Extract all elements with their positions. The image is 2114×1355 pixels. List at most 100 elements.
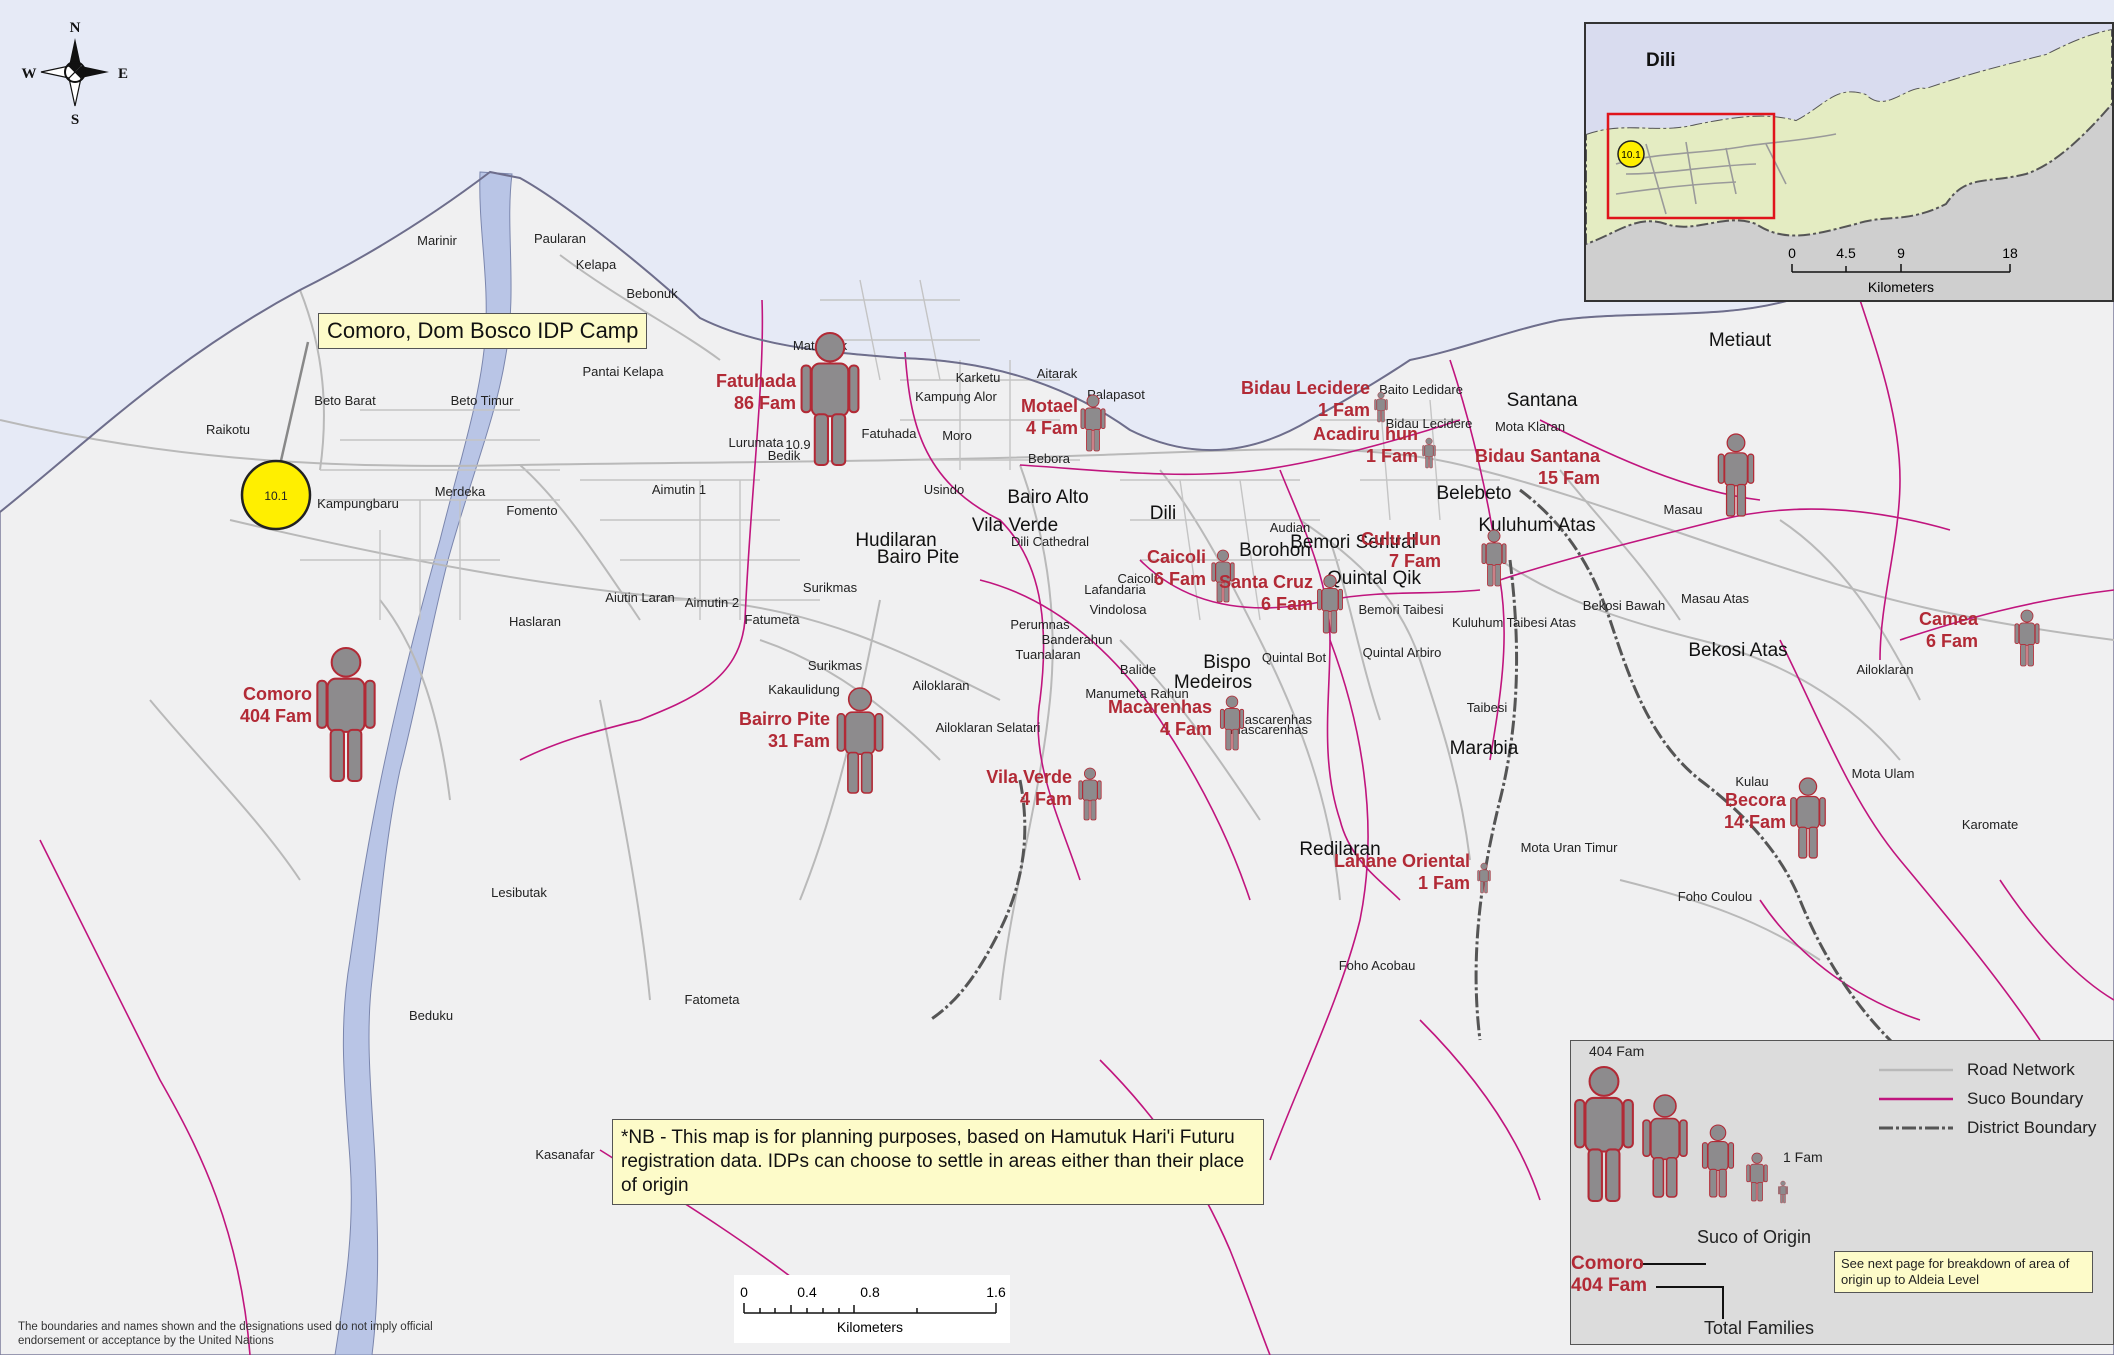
place-label: Lurumata (729, 435, 785, 450)
compass-s: S (71, 112, 79, 128)
inset-camp-marker[interactable] (1617, 140, 1645, 168)
person-icon (1717, 433, 1755, 517)
place-label: Borohon (1239, 540, 1311, 561)
person-icon (1422, 437, 1436, 469)
scale-bar-svg: 0 0.4 0.8 1.6 Kilometers (740, 1284, 1006, 1335)
family-count-label: 1 Fam (1318, 400, 1370, 420)
compass-rose: N S E W (22, 20, 129, 128)
place-label: Quintal Bot (1262, 650, 1327, 665)
suco-name-label: Culu Hun (1361, 529, 1441, 549)
legend-person-icon (1746, 1152, 1768, 1202)
person-icon (1219, 695, 1245, 751)
family-count-label: 6 Fam (1926, 631, 1978, 651)
place-label: Kakaulidung (768, 682, 840, 697)
family-count-label: 4 Fam (1160, 719, 1212, 739)
family-count-label: 31 Fam (768, 731, 830, 751)
compass-ring (64, 61, 86, 83)
person-icon (800, 331, 860, 467)
suco-name-label: Motael (1021, 396, 1078, 416)
inset-tick-0: 0 (1788, 245, 1796, 261)
place-label: Mascarenhas (1234, 712, 1313, 727)
legend-figures (1574, 1065, 1788, 1204)
person-icon (1317, 574, 1343, 634)
suco-name-label: Camea (1919, 609, 1979, 629)
scale-tick-2: 0.8 (860, 1284, 880, 1300)
west-arrow-icon (40, 65, 76, 79)
place-label: Usindo (924, 482, 964, 497)
place-label: Fatometa (685, 992, 741, 1007)
person-icon (1481, 529, 1507, 587)
place-label: Kuluhum Taibesi Atas (1452, 615, 1577, 630)
place-label: Bebora (1028, 451, 1071, 466)
place-label: Mota Uran Timur (1521, 840, 1618, 855)
place-label: Raikotu (206, 422, 250, 437)
place-label: Paularan (534, 231, 586, 246)
place-label: Vindolosa (1090, 602, 1148, 617)
place-label: Masau (1663, 502, 1702, 517)
place-label: Kuluhum Atas (1478, 515, 1595, 536)
place-label: Kampungbaru (317, 496, 399, 511)
place-label: Bispo (1203, 652, 1251, 673)
camp-marker-label: 10.1 (264, 489, 288, 503)
camp-marker[interactable] (240, 459, 312, 531)
legend-note: See next page for breakdown of area of o… (1834, 1251, 2093, 1293)
place-label: Aimutin 1 (652, 482, 706, 497)
legend-item-suco: Suco Boundary (1967, 1089, 2084, 1108)
suco-name-label: Santa Cruz (1219, 572, 1313, 592)
place-label: Foho Acobau (1339, 958, 1416, 973)
place-label: Tuanalaran (1015, 647, 1080, 662)
inset-scalebar (1791, 264, 2011, 273)
legend-person-icon (1778, 1180, 1788, 1204)
place-label: Aiutin Laran (605, 590, 674, 605)
compass-n: N (70, 20, 81, 36)
family-count-label: 4 Fam (1026, 418, 1078, 438)
family-count-label: 15 Fam (1538, 468, 1600, 488)
legend-item-district: District Boundary (1967, 1118, 2097, 1137)
place-label: Merdeka (435, 484, 486, 499)
legend-max-label: 404 Fam (1589, 1043, 1645, 1059)
suco-name-label: Vila Verde (986, 767, 1072, 787)
family-count-label: 6 Fam (1154, 569, 1206, 589)
person-icon (1211, 549, 1235, 603)
scale-tick-0: 0 (740, 1284, 748, 1300)
place-label: Fomento (506, 503, 557, 518)
place-label: Palapasot (1087, 387, 1145, 402)
place-label: Moro (942, 428, 972, 443)
place-label: Mota Klaran (1495, 419, 1565, 434)
place-label: Hudilaran (855, 530, 936, 551)
place-label: Bairo Alto (1007, 487, 1088, 508)
place-label: Ailoklaran Selatari (936, 720, 1041, 735)
place-label: Redilaran (1299, 839, 1380, 860)
inset-tick-3: 18 (2002, 245, 2018, 261)
place-label: Marabia (1450, 738, 1519, 759)
place-label: Beto Barat (314, 393, 376, 408)
family-count-label: 1 Fam (1418, 873, 1470, 893)
place-label: 10.9 (785, 437, 810, 452)
place-label: Masau Atas (1681, 591, 1749, 606)
place-label: Bebonuk (626, 286, 678, 301)
legend-leader-total (1656, 1286, 1724, 1319)
family-count-label: 404 Fam (240, 706, 312, 726)
legend-total-families: Total Families (1704, 1318, 1815, 1338)
scale-tick-3: 1.6 (986, 1284, 1006, 1300)
place-label: Mota Ulam (1852, 766, 1915, 781)
place-label: Manumeta Rahun (1085, 686, 1188, 701)
place-label: Perumnas (1010, 617, 1070, 632)
place-label: Santana (1507, 390, 1578, 411)
suco-name-label: Comoro (243, 684, 312, 704)
place-label: Beto Timur (451, 393, 515, 408)
place-label: Audian (1270, 520, 1310, 535)
person-icon (1374, 391, 1388, 423)
scale-bar: 0 0.4 0.8 1.6 Kilometers (734, 1275, 1010, 1343)
place-label: Belebeto (1436, 483, 1511, 504)
place-label: Pantai Kelapa (583, 364, 665, 379)
person-icon (1080, 394, 1106, 452)
legend-item-road: Road Network (1967, 1060, 2075, 1079)
suco-name-label: Macarenhas (1108, 697, 1212, 717)
compass-w: W (22, 66, 37, 82)
place-label: Aitarak (1037, 366, 1078, 381)
inset-title: Dili (1646, 50, 1676, 71)
place-label: Surikmas (803, 580, 858, 595)
place-label: Kampung Alor (915, 389, 997, 404)
